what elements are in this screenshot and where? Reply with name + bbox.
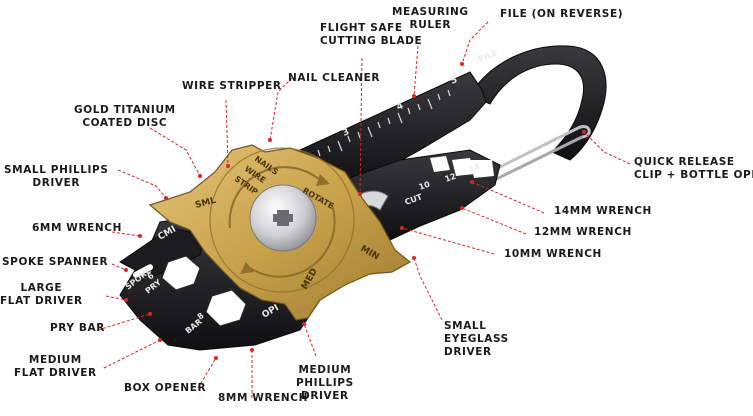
label-wrench-8: 8MM WRENCH — [218, 392, 308, 404]
center-screw — [249, 184, 317, 252]
label-medium-flat: MEDIUM FLAT DRIVER — [14, 354, 97, 379]
mark-six: 6 — [146, 271, 156, 282]
wrench-notches — [430, 156, 494, 178]
ruler-ticks — [317, 89, 451, 157]
mark-10: 10 — [418, 179, 432, 191]
label-box-opener: BOX OPENER — [124, 382, 207, 394]
mark-ruler-3: 3 — [341, 127, 351, 139]
label-wire-stripper: WIRE STRIPPER — [182, 80, 282, 92]
label-pry-bar: PRY BAR — [50, 322, 105, 334]
label-quick-release: QUICK RELEASE CLIP + BOTTLE OPENER — [634, 156, 753, 181]
mark-12: 12 — [444, 172, 458, 184]
label-medium-phillips: MEDIUM PHILLIPS DRIVER — [296, 364, 354, 402]
label-flight-safe: FLIGHT SAFE CUTTING BLADE — [320, 22, 423, 47]
mark-eight: 8 — [196, 311, 206, 322]
mark-file: FILE — [477, 48, 498, 63]
mark-ruler-4: 4 — [395, 101, 405, 113]
leader-lines — [97, 21, 631, 398]
label-wrench-12: 12MM WRENCH — [534, 226, 632, 238]
mark-ruler-5: 5 — [449, 75, 459, 87]
label-wrench-10: 10MM WRENCH — [504, 248, 602, 260]
label-wrench-14: 14MM WRENCH — [554, 205, 652, 217]
label-nail-cleaner: NAIL CLEANER — [288, 72, 381, 84]
leader-dots — [124, 62, 586, 360]
label-file: FILE (ON REVERSE) — [500, 8, 624, 20]
label-spoke: SPOKE SPANNER — [2, 256, 109, 268]
label-small-eyeglass: SMALL EYEGLASS DRIVER — [444, 320, 509, 358]
label-gold-disc: GOLD TITANIUM COATED DISC — [74, 104, 176, 129]
label-measuring-ruler: MEASURING RULER — [392, 6, 469, 31]
mark-14: 14 — [468, 161, 482, 173]
label-wrench-6: 6MM WRENCH — [32, 222, 122, 234]
carabiner-loop — [469, 45, 607, 161]
label-large-flat: LARGE FLAT DRIVER — [0, 282, 83, 307]
label-small-phillips: SMALL PHILLIPS DRIVER — [4, 164, 109, 189]
